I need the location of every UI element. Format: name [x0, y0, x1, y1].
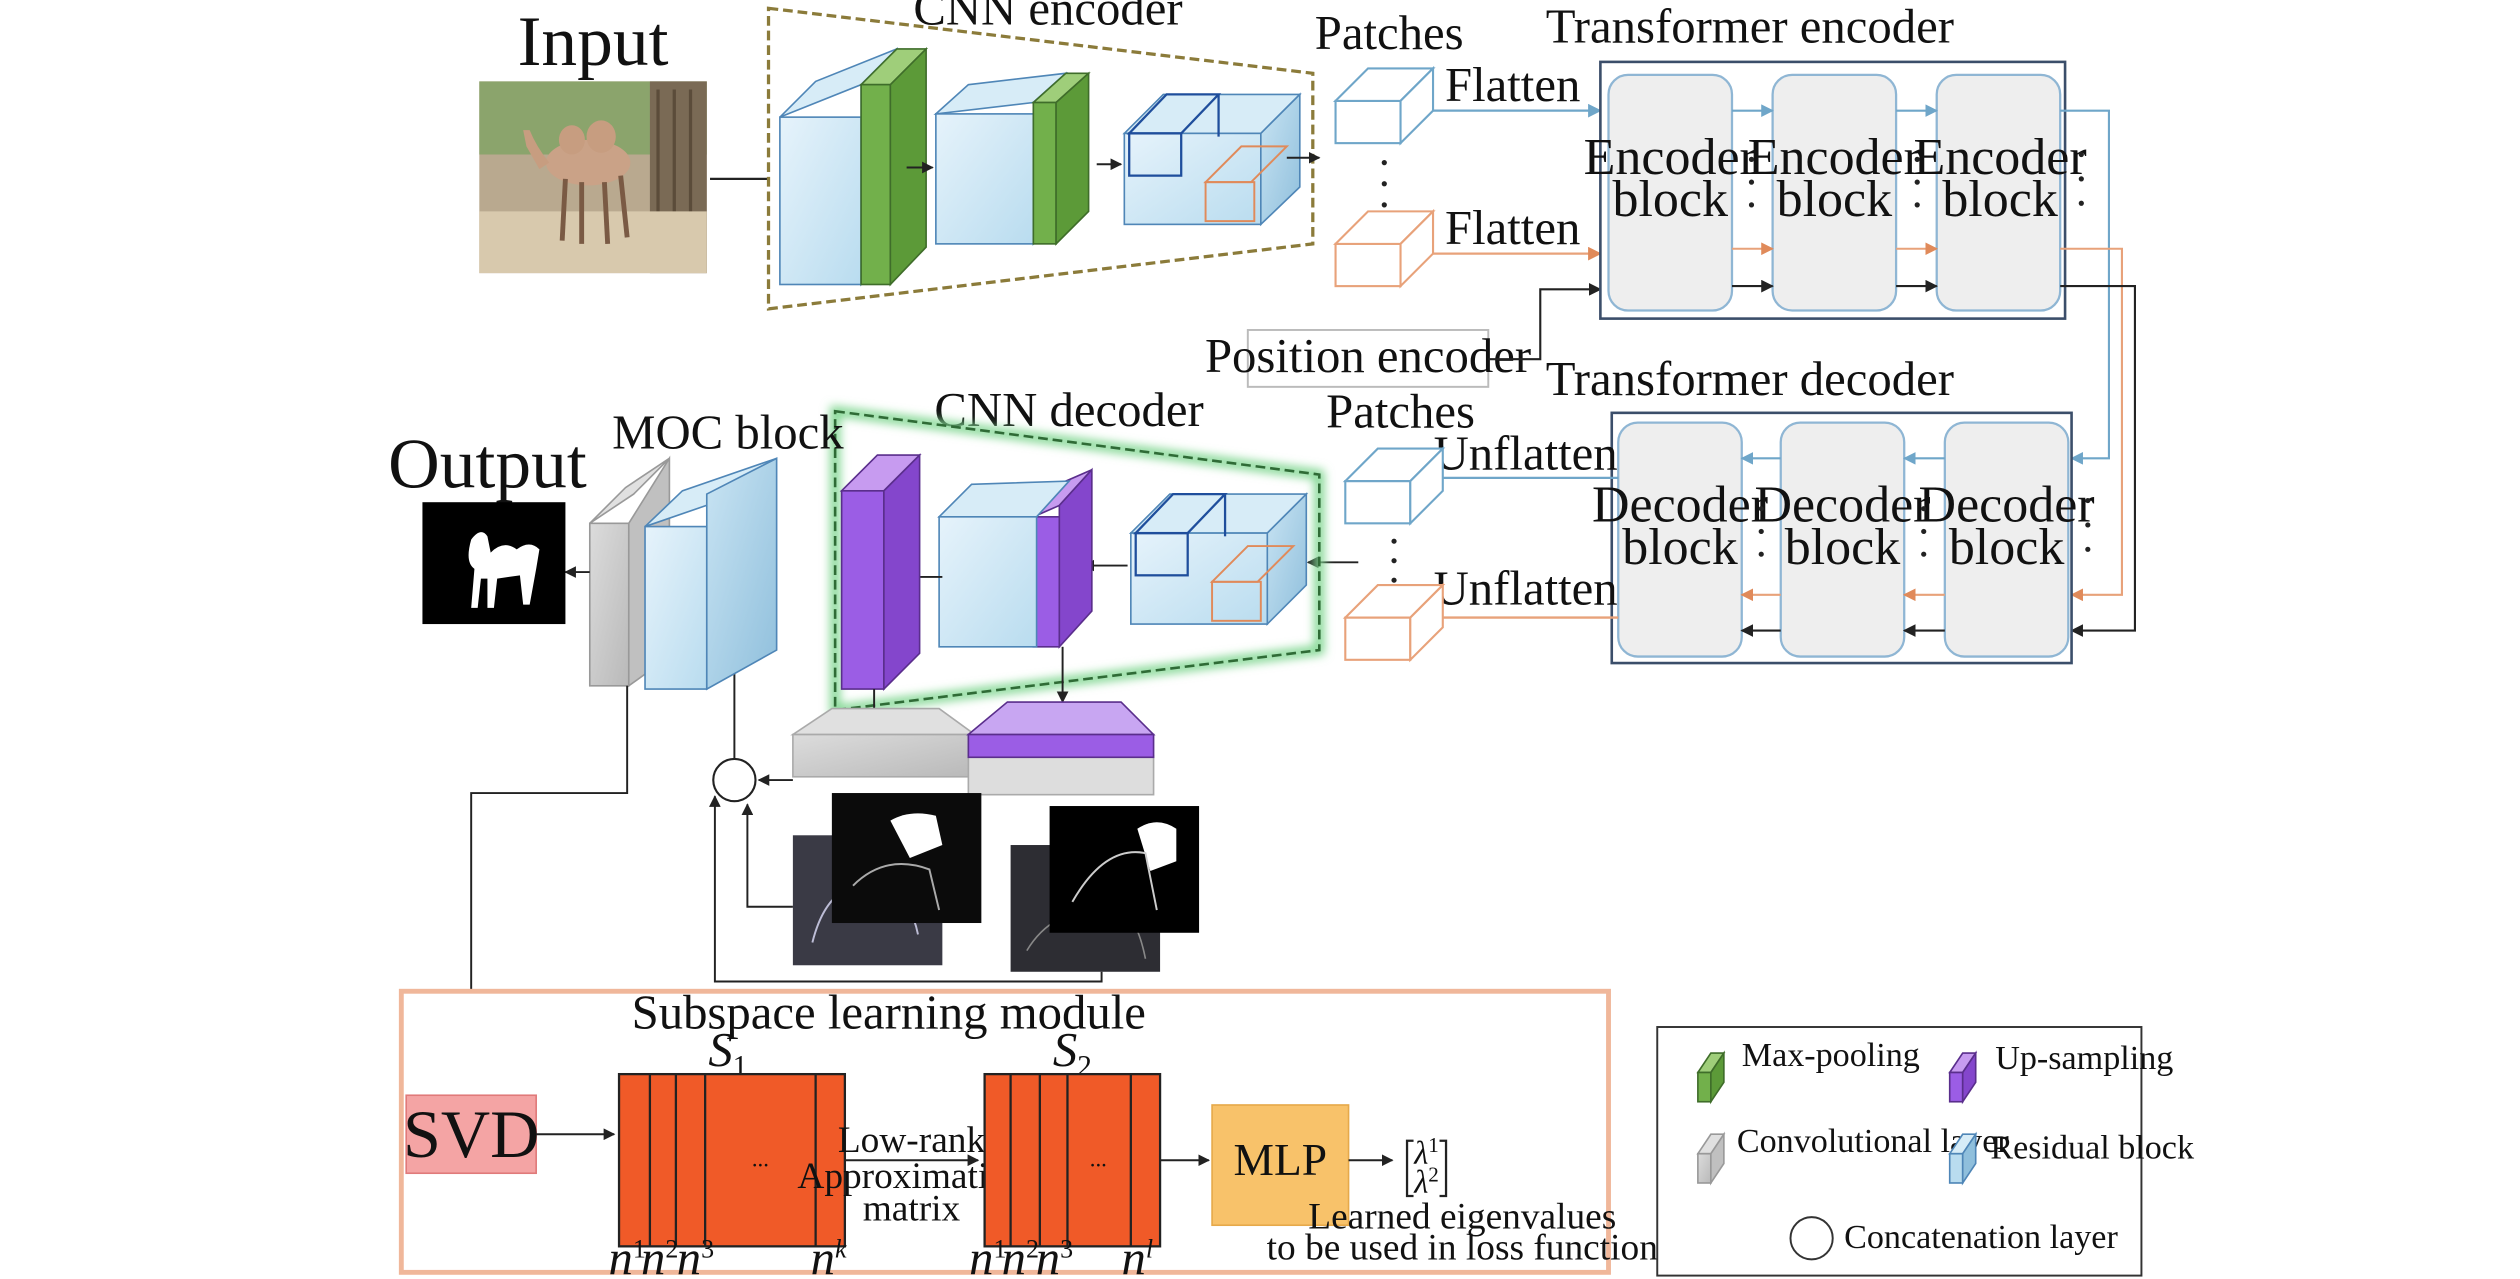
svg-text:...: ... — [1090, 1147, 1107, 1172]
svg-text:block: block — [1622, 519, 1738, 576]
patches-top-ellipsis — [1381, 160, 1387, 208]
svg-text:λ1: λ1 — [1413, 1133, 1439, 1171]
legend-concat-icon — [1789, 1216, 1834, 1261]
svg-text:n3: n3 — [677, 1231, 714, 1279]
eigenvalue-vector: λ1 λ2 — [1405, 1133, 1448, 1201]
svg-text:n2: n2 — [1002, 1231, 1039, 1279]
unflatten-label-1: Unflatten — [1434, 427, 1618, 481]
decoder-feature-cube — [1128, 492, 1309, 627]
legend-maxpool-icon — [1696, 1050, 1726, 1105]
position-encoder-label: Position encoder — [1205, 329, 1531, 383]
svg-text:n3: n3 — [1036, 1231, 1073, 1279]
input-label: Input — [518, 2, 669, 81]
patches-bottom-ellipsis — [1391, 538, 1397, 583]
svd-label: SVD — [403, 1096, 539, 1172]
learned-eigen-caption-1: Learned eigenvalues — [1308, 1196, 1616, 1237]
encoder-maxpool-2 — [1031, 71, 1091, 246]
svg-text:Decoder: Decoder — [1919, 477, 2095, 534]
side-output-mask-left — [792, 793, 982, 966]
legend-conv-icon — [1696, 1131, 1726, 1186]
mlp-block — [1211, 1104, 1350, 1227]
output-label: Output — [388, 425, 587, 504]
side-output-mask-right — [1010, 806, 1200, 972]
route-orange — [2060, 247, 2123, 602]
flatten-label-2: Flatten — [1445, 201, 1580, 255]
svg-text:block: block — [1942, 171, 2058, 228]
side-output-purple-plate — [966, 701, 1156, 796]
subspace-module-title: Subspace learning module — [632, 986, 1146, 1040]
patches-bottom-label: Patches — [1326, 384, 1475, 438]
svg-text:Encoder: Encoder — [1584, 129, 1757, 186]
legend-box — [1656, 1026, 2143, 1277]
route-blue — [2060, 109, 2110, 465]
transformer-decoder-label: Transformer decoder — [1546, 352, 1954, 406]
svg-text:n1: n1 — [608, 1231, 645, 1279]
legend-residual-label: Residual block — [1990, 1130, 2195, 1167]
decoder-block-2: Decoder block — [1754, 421, 1931, 658]
input-image — [479, 81, 707, 274]
s2-column-labels: n1 n2 n3 nl — [969, 1231, 1153, 1279]
unflatten-label-2: Unflatten — [1434, 562, 1618, 616]
decoder-block-1: Decoder block — [1592, 421, 1768, 658]
legend-maxpool-label: Max-pooling — [1742, 1037, 1920, 1074]
svg-text:block: block — [1785, 519, 1901, 576]
svg-text:Encoder: Encoder — [1913, 129, 2086, 186]
lowrank-label-3: matrix — [863, 1188, 961, 1229]
patch-top-blue — [1333, 65, 1436, 146]
output-mask-image — [422, 502, 566, 625]
cnn-encoder-frame — [766, 6, 1315, 311]
learned-eigen-caption-2: to be used in loss function — [1267, 1227, 1659, 1268]
svg-text:block: block — [1613, 171, 1729, 228]
legend-residual-icon — [1948, 1131, 1978, 1186]
encoder-block-3: Encoder block — [1913, 73, 2087, 312]
encoder-feature-cube — [1122, 92, 1302, 227]
encoder-block-connectors — [1731, 104, 2084, 293]
route-black — [2060, 285, 2136, 637]
concatenation-node — [712, 757, 757, 803]
svg-text:...: ... — [752, 1147, 769, 1172]
s1-column-labels: n1 n2 n3 nk — [608, 1231, 847, 1279]
lowrank-label-1: Low-rank — [838, 1120, 986, 1161]
s2-matrix: ... — [983, 1072, 1162, 1248]
patch-bottom-orange — [1342, 582, 1446, 663]
cnn-encoder-label: CNN encoder — [913, 0, 1182, 36]
legend-upsampling-label: Up-sampling — [1995, 1040, 2173, 1077]
patches-top-label: Patches — [1315, 6, 1464, 60]
flatten-label-1: Flatten — [1445, 58, 1580, 112]
transformer-encoder-label: Transformer encoder — [1546, 0, 1954, 53]
decoder-upsample-1 — [839, 453, 922, 692]
patch-bottom-blue — [1342, 446, 1446, 526]
decoder-block-3: Decoder block — [1919, 421, 2095, 658]
decoder-block-connectors — [1740, 452, 2091, 637]
arrow-moc-to-svd — [465, 685, 629, 1094]
side-output-gray-plate — [790, 707, 978, 778]
mlp-label: MLP — [1234, 1134, 1328, 1185]
moc-block-label: MOC block — [612, 406, 844, 460]
svg-text:Encoder: Encoder — [1748, 129, 1921, 186]
decoder-residual-block-2 — [937, 480, 1071, 648]
svg-text:Decoder: Decoder — [1592, 477, 1768, 534]
legend-upsampling-icon — [1948, 1050, 1978, 1105]
legend-concat-label: Concatenation layer — [1844, 1219, 2118, 1256]
moc-residual-block — [644, 457, 778, 691]
svg-text:block: block — [1777, 171, 1893, 228]
svg-text:n1: n1 — [969, 1231, 1006, 1279]
cnn-decoder-frame — [830, 405, 1325, 716]
svg-text:λ2: λ2 — [1413, 1162, 1439, 1200]
svg-text:nk: nk — [811, 1231, 847, 1279]
encoder-block-2: Encoder block — [1748, 73, 1921, 312]
svg-text:n2: n2 — [641, 1231, 678, 1279]
svg-text:block: block — [1949, 519, 2065, 576]
svg-text:nl: nl — [1122, 1231, 1154, 1279]
svg-text:Decoder: Decoder — [1754, 477, 1930, 534]
encoder-block-1: Encoder block — [1584, 73, 1757, 312]
position-encoder-box — [1246, 329, 1490, 388]
patch-top-orange — [1333, 208, 1436, 289]
